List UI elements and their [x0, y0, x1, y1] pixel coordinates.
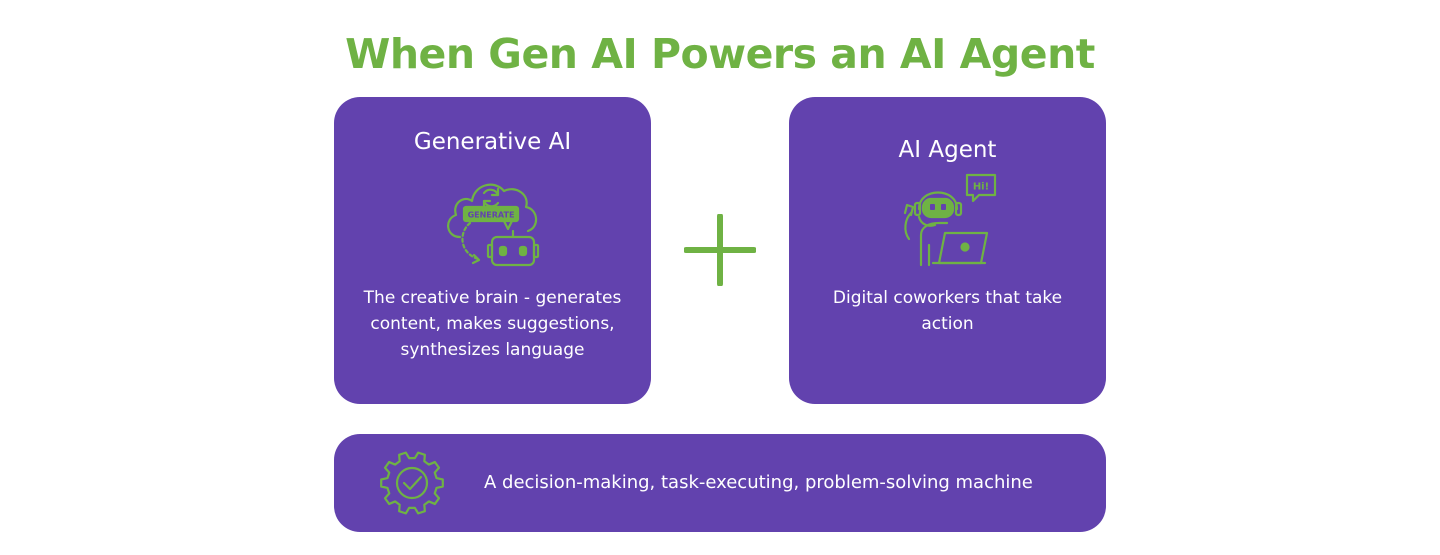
gear-check-icon — [380, 451, 444, 515]
plus-icon — [684, 214, 756, 286]
robot-laptop-icon: Hi! — [903, 173, 997, 267]
ai-agent-description: Digital coworkers that take action — [832, 288, 1063, 334]
ai-agent-card: AI Agent Hi! Digital coworkers that take… — [789, 97, 1106, 404]
generative-ai-heading: Generative AI — [413, 129, 572, 155]
generative-ai-card: Generative AI GENERATE The creative brai… — [334, 97, 651, 404]
ai-agent-heading: AI Agent — [898, 137, 997, 163]
generate-label: GENERATE — [468, 211, 515, 220]
result-bar: A decision-making, task-executing, probl… — [334, 434, 1106, 532]
hi-label: Hi! — [973, 182, 989, 193]
result-text: A decision-making, task-executing, probl… — [484, 472, 1033, 493]
generative-ai-description: The creative brain - generates content, … — [363, 288, 622, 360]
cloud-robot-generate-icon: GENERATE — [447, 183, 540, 267]
page-title: When Gen AI Powers an AI Agent — [345, 30, 1095, 78]
